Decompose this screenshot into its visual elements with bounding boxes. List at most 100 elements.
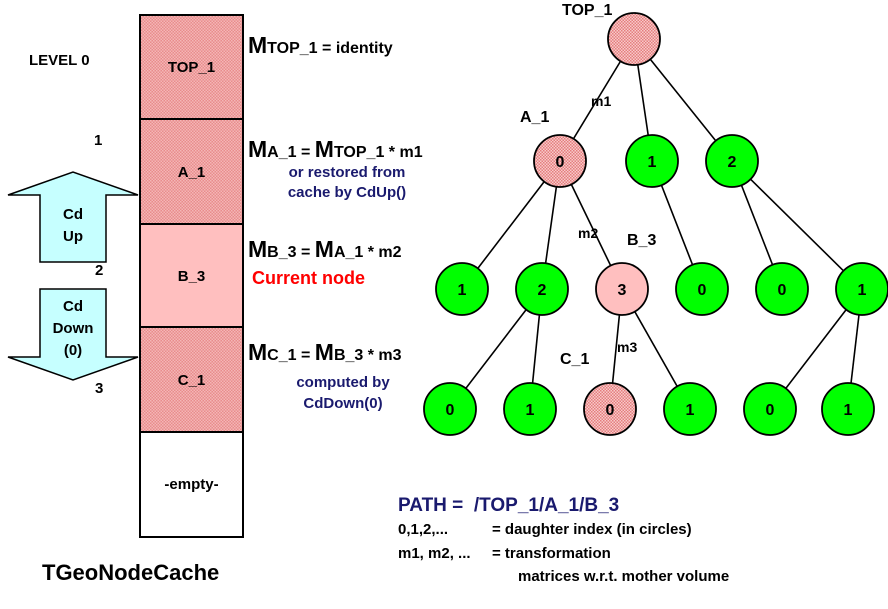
- equals-sign: =: [296, 144, 315, 161]
- tree-node-level2: 2: [515, 262, 569, 316]
- tree-edge: [634, 311, 678, 387]
- tree-node-circle: [835, 262, 888, 316]
- tree-node-level1: 2: [705, 134, 759, 188]
- tree-edge: [637, 64, 649, 136]
- daughter-index: 1: [844, 402, 853, 419]
- daughter-index: 0: [778, 282, 787, 299]
- stack-cell-label: -empty-: [164, 476, 219, 493]
- tree-edge: [465, 309, 527, 389]
- daughter-index: 1: [648, 154, 657, 171]
- equals-sign: =: [296, 347, 315, 364]
- cd-down-line2: Down: [52, 320, 94, 337]
- tree-edge: [531, 314, 541, 384]
- matrix-symbol: M: [248, 32, 268, 58]
- daughter-index: 1: [458, 282, 467, 299]
- cd-down-arrow-icon: [7, 288, 139, 381]
- formula-tail: * m1: [384, 144, 423, 161]
- daughter-index: 0: [606, 402, 615, 419]
- daughter-index: 2: [728, 154, 737, 171]
- formula-c-1-note: computed by CdDown(0): [268, 372, 418, 414]
- stack-cell-a-1: A_1: [139, 118, 244, 225]
- node-name-b-3: B_3: [627, 232, 656, 249]
- formula-c-1: MC_1 = MB_3 * m3: [248, 339, 402, 366]
- formula-a-1: MA_1 = MTOP_1 * m1: [248, 136, 423, 163]
- stack-cell-top-1: TOP_1: [139, 14, 244, 119]
- tree-node-circle: [675, 262, 729, 316]
- cd-down-line1: Cd: [63, 298, 83, 315]
- cd-arrows: [7, 171, 139, 381]
- stack-cell-b-3: B_3: [139, 223, 244, 328]
- matrix-symbol: M: [248, 339, 268, 365]
- stack-cell-label: B_3: [177, 268, 206, 285]
- daughter-index: 0: [556, 154, 565, 171]
- matrix-subscript: A_1: [333, 244, 364, 261]
- stack-cell-empty: -empty-: [139, 431, 244, 538]
- edge-label-m3: m3: [617, 339, 637, 355]
- tree-node-level3: 1: [821, 382, 875, 436]
- cd-up-arrow-icon: [7, 171, 139, 263]
- tree-node-level3: 0: [743, 382, 797, 436]
- tree-edge: [572, 60, 622, 140]
- note-line: CdDown(0): [303, 395, 383, 412]
- tree-node-circle: [821, 382, 875, 436]
- tree-node-circle: [583, 382, 637, 436]
- tree-node-circle: [755, 262, 809, 316]
- stack-cell-label: C_1: [177, 372, 206, 389]
- tree-node-level2: 1: [835, 262, 888, 316]
- formula-top-1: MTOP_1 = identity: [248, 32, 393, 59]
- tree-edge: [749, 178, 845, 272]
- equals-sign: =: [296, 244, 315, 261]
- tree-edge: [477, 181, 545, 269]
- tree-node-level2: 0: [675, 262, 729, 316]
- tree-node-circle: [625, 134, 679, 188]
- note-line: cache by CdUp(): [287, 184, 407, 201]
- daughter-index: 1: [858, 282, 867, 299]
- stack-cell-label: TOP_1: [167, 59, 216, 76]
- daughter-index: 1: [526, 402, 535, 419]
- level-label-0: LEVEL 0: [29, 52, 90, 69]
- daughter-index: 3: [618, 282, 627, 299]
- tree-node-level2: 1: [435, 262, 489, 316]
- tree-edge: [570, 184, 612, 266]
- tree-node-circle: [423, 382, 477, 436]
- edge-label-m1: m1: [591, 93, 611, 109]
- matrix-subscript: A_1: [267, 144, 297, 161]
- tree-node-circle: [595, 262, 649, 316]
- tree-node-level1: 0: [533, 134, 587, 188]
- edge-label-m2: m2: [578, 225, 598, 241]
- node-name-a-1: A_1: [520, 109, 549, 126]
- legend-value: = daughter index (in circles): [492, 521, 692, 538]
- tree-node-level3: 0: [583, 382, 637, 436]
- tree-node-circle: [515, 262, 569, 316]
- stack-cell-label: A_1: [177, 164, 206, 181]
- current-node-label: Current node: [252, 268, 366, 288]
- tree-node-level3: 0: [423, 382, 477, 436]
- legend-value: matrices w.r.t. mother volume: [518, 568, 730, 585]
- formula-rhs: = identity: [317, 40, 393, 57]
- tree-node-level2: 3: [595, 262, 649, 316]
- matrix-subscript: B_3: [333, 347, 364, 364]
- cd-up-line2: Up: [63, 228, 83, 245]
- tree-node-circle: [705, 134, 759, 188]
- tree-node-level2: 0: [755, 262, 809, 316]
- formula-b-3: MB_3 = MA_1 * m2: [248, 236, 402, 263]
- tree-node-circle: [607, 12, 661, 66]
- matrix-subscript: TOP_1: [267, 40, 318, 57]
- matrix-subscript: TOP_1: [333, 144, 385, 161]
- matrix-symbol: M: [248, 136, 268, 162]
- matrix-subscript: B_3: [267, 244, 297, 261]
- tree-node-circle: [435, 262, 489, 316]
- daughter-index: 0: [698, 282, 707, 299]
- tree-node-top-1: [607, 12, 661, 66]
- legend-key: m1, m2, ...: [398, 545, 471, 562]
- daughter-index: 0: [446, 402, 455, 419]
- diagram-title: TGeoNodeCache: [42, 560, 220, 585]
- level-label-3: 3: [95, 380, 104, 397]
- tree-edge: [785, 309, 847, 389]
- tree-node-circle: [533, 134, 587, 188]
- path-value: /TOP_1/A_1/B_3: [473, 495, 620, 516]
- level-label-2: 2: [95, 262, 104, 279]
- tree-node-level3: 1: [503, 382, 557, 436]
- daughter-index: 1: [686, 402, 695, 419]
